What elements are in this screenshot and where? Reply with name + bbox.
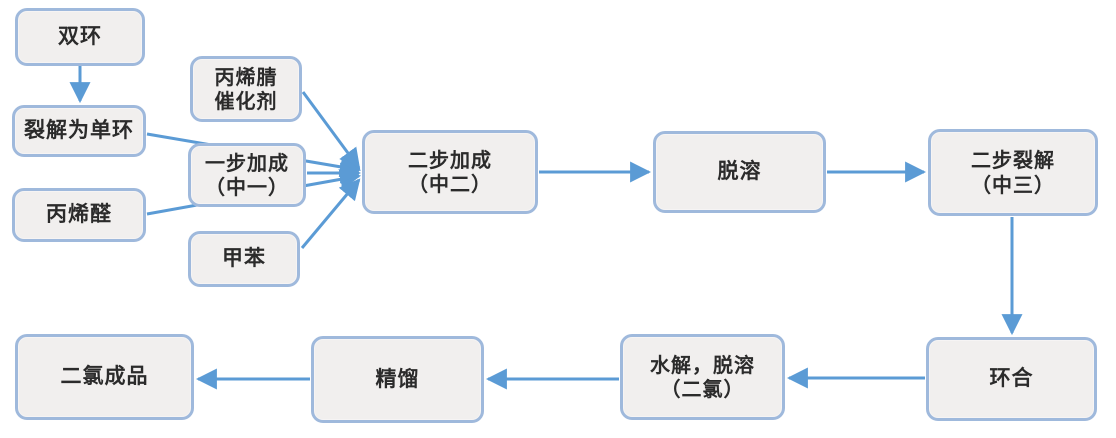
node-bingxijing-cuihuaji[interactable]: 丙烯腈 催化剂 xyxy=(190,56,302,122)
node-bingxiquan[interactable]: 丙烯醛 xyxy=(12,188,146,242)
node-label: 甲苯 xyxy=(222,246,266,271)
node-jingliu[interactable]: 精馏 xyxy=(311,336,484,423)
node-shuijie-tuorong[interactable]: 水解，脱溶 （二氯） xyxy=(620,334,785,420)
node-label: 二步裂解 （中三） xyxy=(971,148,1055,197)
node-liejie-weidanhuan[interactable]: 裂解为单环 xyxy=(12,105,146,157)
node-label: 二氯成品 xyxy=(60,364,149,389)
node-label: 双环 xyxy=(58,24,102,49)
node-shuanghuan[interactable]: 双环 xyxy=(15,8,145,66)
node-label: 裂解为单环 xyxy=(24,118,134,143)
edge-bingxijing-to-erbujiacheng xyxy=(301,91,361,170)
node-label: 丙烯腈 催化剂 xyxy=(214,64,278,113)
node-label: 环合 xyxy=(989,366,1034,391)
node-label: 精馏 xyxy=(375,366,420,391)
node-label: 丙烯醛 xyxy=(46,202,112,227)
node-erbu-jiacheng[interactable]: 二步加成 （中二） xyxy=(362,130,538,214)
node-erbu-liejie[interactable]: 二步裂解 （中三） xyxy=(928,129,1098,216)
node-erlv-chengpin[interactable]: 二氯成品 xyxy=(15,334,194,420)
edge-jiaben-to-erbujiacheng xyxy=(300,178,361,249)
node-label: 脱溶 xyxy=(717,159,762,184)
node-label: 水解，脱溶 （二氯） xyxy=(650,352,755,401)
node-label: 一步加成 （中一） xyxy=(205,150,289,199)
node-tuorong[interactable]: 脱溶 xyxy=(653,131,826,213)
node-jiaben[interactable]: 甲苯 xyxy=(188,231,300,287)
node-yibu-jiacheng[interactable]: 一步加成 （中一） xyxy=(188,143,306,207)
node-huanhe[interactable]: 环合 xyxy=(926,337,1097,421)
node-label: 二步加成 （中二） xyxy=(408,147,492,196)
